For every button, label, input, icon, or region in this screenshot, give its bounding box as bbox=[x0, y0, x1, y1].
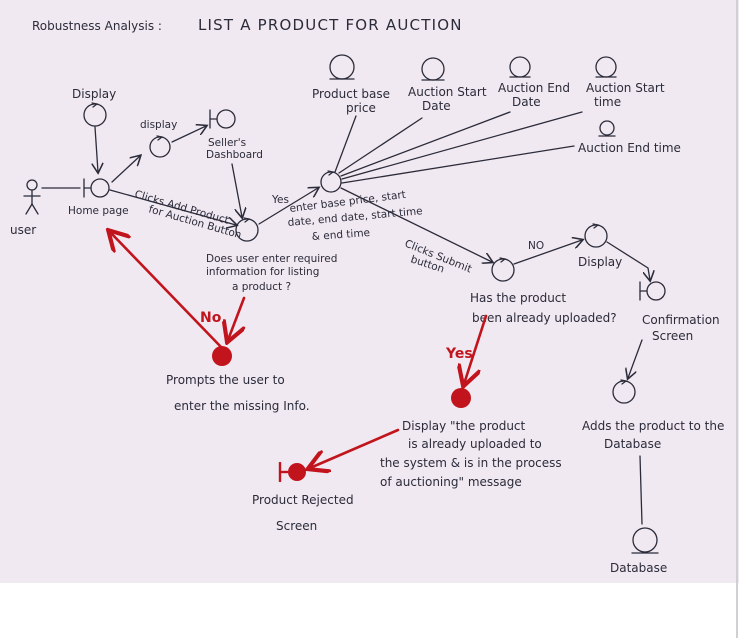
has-product-uploaded-control bbox=[491, 257, 515, 282]
does-user-enter-label-2: information for listing bbox=[206, 266, 319, 278]
product-base-price-label-2: price bbox=[346, 101, 376, 115]
auction-start-time-label-2: time bbox=[594, 95, 621, 109]
does-user-enter-label-1: Does user enter required bbox=[206, 253, 337, 265]
auction-start-time-entity bbox=[595, 56, 617, 78]
yes-label: Yes bbox=[271, 194, 289, 206]
display-small-control bbox=[149, 135, 171, 158]
check-required-info-control bbox=[235, 217, 259, 242]
display-top-label: Display bbox=[72, 87, 116, 101]
display-right-label: Display bbox=[578, 255, 622, 269]
title-left: Robustness Analysis : bbox=[32, 19, 162, 33]
database-entity bbox=[631, 527, 659, 554]
adds-product-control bbox=[612, 379, 636, 404]
product-base-price-entity bbox=[329, 54, 355, 80]
adds-product-label-2: Database bbox=[604, 437, 661, 451]
user-actor bbox=[23, 179, 41, 215]
display-small-label: display bbox=[140, 119, 177, 131]
product-rejected-label-2: Screen bbox=[276, 519, 317, 533]
does-user-enter-label-3: a product ? bbox=[232, 281, 291, 293]
auction-end-time-label: Auction End time bbox=[578, 141, 681, 155]
prompt-missing-label-1: Prompts the user to bbox=[166, 373, 285, 387]
display-right-control bbox=[584, 223, 608, 248]
yes-red-label: Yes bbox=[445, 346, 473, 362]
home-page-label: Home page bbox=[68, 205, 129, 217]
display-already-label-1: Display "the product bbox=[402, 419, 526, 433]
adds-product-label-1: Adds the product to the bbox=[582, 419, 724, 433]
confirmation-label-2: Screen bbox=[652, 329, 693, 343]
product-base-price-label-1: Product base bbox=[312, 87, 390, 101]
has-product-uploaded-label-1: Has the product bbox=[470, 291, 566, 305]
auction-end-date-label-1: Auction End bbox=[498, 81, 570, 95]
paper-sheet bbox=[0, 0, 739, 583]
prompt-missing-label-2: enter the missing Info. bbox=[174, 399, 310, 413]
auction-end-date-entity bbox=[509, 56, 531, 78]
auction-start-date-entity bbox=[421, 57, 445, 81]
auction-end-time-entity bbox=[598, 120, 616, 137]
product-rejected-boundary bbox=[278, 462, 306, 482]
auction-start-time-label-1: Auction Start bbox=[586, 81, 665, 95]
no-label: NO bbox=[528, 240, 544, 252]
home-page-boundary bbox=[83, 178, 110, 198]
confirmation-screen-boundary bbox=[639, 281, 666, 301]
confirmation-label-1: Confirmation bbox=[642, 313, 720, 327]
database-label: Database bbox=[610, 561, 667, 575]
display-already-label-3: the system & is in the process bbox=[380, 456, 562, 470]
auction-start-date-label-1: Auction Start bbox=[408, 85, 487, 99]
sellers-dashboard-boundary bbox=[209, 109, 236, 129]
title-right: LIST A PRODUCT FOR AUCTION bbox=[198, 16, 463, 34]
display-already-label-2: is already uploaded to bbox=[408, 437, 542, 451]
display-top-control bbox=[83, 102, 107, 127]
display-already-uploaded-control bbox=[451, 388, 471, 408]
enter-details-control bbox=[320, 170, 342, 193]
product-rejected-label-1: Product Rejected bbox=[252, 493, 354, 507]
user-label: user bbox=[10, 223, 36, 237]
prompt-missing-control bbox=[212, 346, 232, 366]
enter-details-label-3: & end time bbox=[311, 227, 370, 243]
auction-end-date-label-2: Date bbox=[512, 95, 541, 109]
sellers-dashboard-label-1: Seller's bbox=[208, 137, 246, 149]
display-already-label-4: of auctioning" message bbox=[380, 475, 522, 489]
sellers-dashboard-label-2: Dashboard bbox=[206, 149, 263, 161]
has-product-uploaded-label-2: been already uploaded? bbox=[472, 311, 617, 325]
no-red-label: No bbox=[200, 310, 222, 326]
auction-start-date-label-2: Date bbox=[422, 99, 451, 113]
